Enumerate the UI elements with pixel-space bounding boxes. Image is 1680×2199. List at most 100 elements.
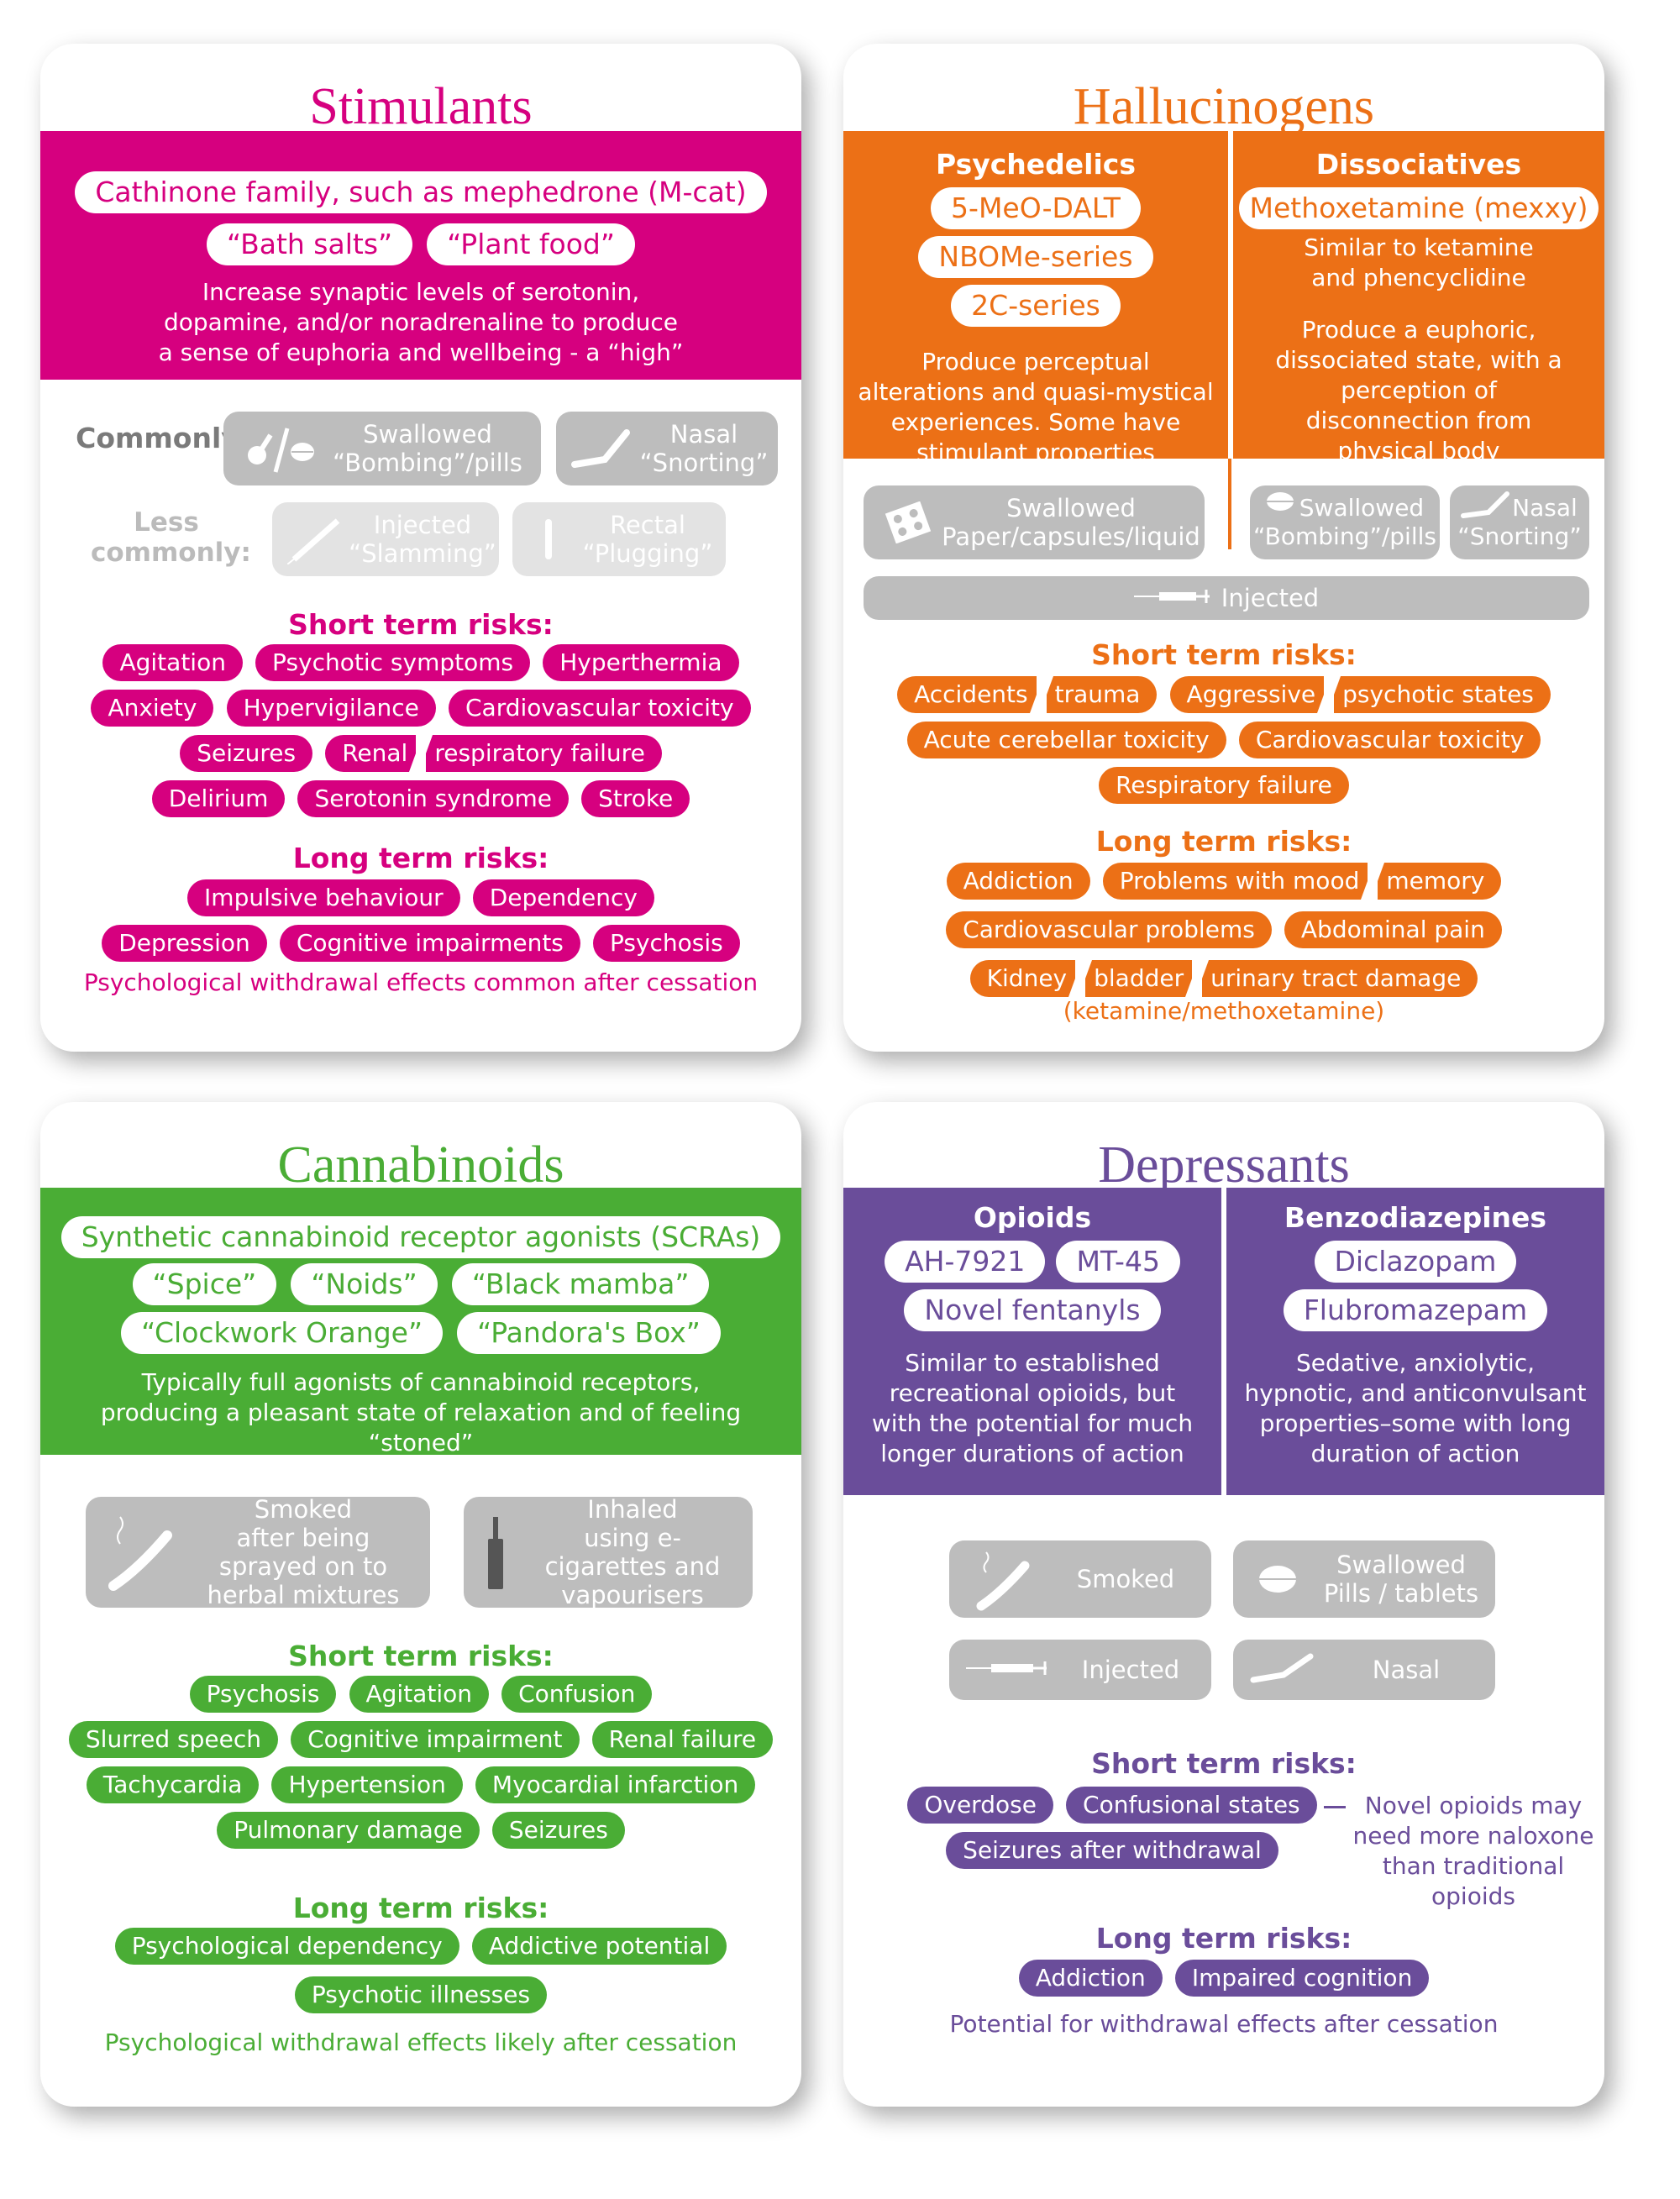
- risk-chip: respiratory failure: [426, 735, 662, 772]
- description: Sedative, anxiolytic, hypnotic, and anti…: [1244, 1349, 1587, 1467]
- footer-note: Psychological withdrawal effects common …: [83, 968, 759, 996]
- risk-chip: Seizures: [180, 735, 313, 772]
- route-sub: after being sprayed on to herbal mixture…: [207, 1524, 400, 1609]
- benzodiazepines-column: Benzodiazepines Diclazopam Flubromazepam…: [1226, 1188, 1604, 1495]
- risk-chip: Seizures: [491, 1812, 625, 1849]
- stimulants-card: Stimulants Cathinone family, such as mep…: [40, 44, 801, 1052]
- risk-chip: urinary tract damage: [1202, 960, 1478, 997]
- risk-chip: Abdominal pain: [1284, 911, 1502, 948]
- route-title: Smoked: [254, 1495, 353, 1524]
- example-pill: AH-7921: [885, 1241, 1046, 1283]
- risk-chip: Accidents: [897, 676, 1037, 713]
- short-term-title: Short term risks:: [1091, 1747, 1357, 1780]
- route-sub: Pills / tablets: [1323, 1579, 1479, 1608]
- example-pill: NBOMe-series: [918, 236, 1153, 278]
- route-injected: Injected“Slamming”: [272, 502, 499, 576]
- blotter-icon: [879, 493, 937, 552]
- risk-chip: Depression: [102, 925, 267, 962]
- risk-chip: Stroke: [581, 780, 690, 817]
- callout-line: [1324, 1806, 1346, 1808]
- depressants-card: Depressants Opioids AH-7921 MT-45 Novel …: [843, 1102, 1604, 2107]
- risk-chip: Impulsive behaviour: [187, 879, 460, 916]
- route-sub: Paper/capsules/liquid: [942, 522, 1200, 551]
- example-pill: MT-45: [1056, 1241, 1180, 1283]
- hallucinogens-band: Psychedelics 5-MeO-DALT NBOMe-series 2C-…: [843, 131, 1604, 466]
- example-pill: Novel fentanyls: [904, 1289, 1161, 1331]
- risk-chip: Delirium: [151, 780, 286, 817]
- example-pill: “Spice”: [132, 1263, 277, 1305]
- short-term-risks: Agitation Psychotic symptoms Hyperthermi…: [40, 640, 801, 821]
- route-title: Nasal: [669, 420, 738, 449]
- risk-chip: Anxiety: [91, 690, 214, 727]
- syringe-icon: [966, 1660, 1050, 1680]
- risk-chip: Confusional states: [1066, 1787, 1317, 1824]
- joint-icon: [964, 1550, 1040, 1611]
- risk-chip: Hyperthermia: [543, 644, 739, 681]
- footer-note: Potential for withdrawal effects after c…: [949, 2010, 1499, 2038]
- risk-chip: Hypervigilance: [226, 690, 436, 727]
- risk-chip: bladder: [1085, 960, 1193, 997]
- pill-icon: [239, 419, 314, 478]
- description: Produce a euphoric, dissociated state, w…: [1275, 316, 1562, 464]
- risk-chip: Renal failure: [591, 1721, 774, 1758]
- risk-chip: Cardiovascular toxicity: [449, 690, 751, 727]
- example-pill: Flubromazepam: [1283, 1289, 1548, 1331]
- depressants-band: Opioids AH-7921 MT-45 Novel fentanyls Si…: [843, 1188, 1604, 1495]
- risk-chip: Seizures after withdrawal: [946, 1832, 1278, 1869]
- example-pill: “Noids”: [291, 1263, 438, 1305]
- column-divider: [1221, 1188, 1226, 1495]
- route-smoked: Smoked: [949, 1540, 1211, 1618]
- card-title: Cannabinoids: [277, 1136, 564, 1194]
- hallucinogens-card: Hallucinogens Psychedelics 5-MeO-DALT NB…: [843, 44, 1604, 1052]
- example-pill: 2C-series: [951, 285, 1121, 327]
- route-swallowed-pills: Swallowed“Bombing”/pills: [1250, 485, 1440, 559]
- dissociatives-sub: Similar to ketamine and phencyclidine: [1304, 234, 1534, 291]
- risk-chip: Dependency: [472, 879, 654, 916]
- risk-chip: Addictive potential: [471, 1928, 727, 1965]
- route-title: Injected: [1221, 584, 1320, 612]
- card-title: Stimulants: [309, 78, 533, 135]
- ecigarette-icon: [479, 1506, 512, 1598]
- psychedelics-column: Psychedelics 5-MeO-DALT NBOMe-series 2C-…: [843, 131, 1228, 466]
- column-title: Psychedelics: [935, 148, 1137, 181]
- card-title: Hallucinogens: [1073, 78, 1375, 135]
- risk-chip: Pulmonary damage: [217, 1812, 480, 1849]
- route-swallowed: Swallowed“Bombing”/pills: [223, 412, 541, 485]
- example-pill: “Plant food”: [427, 223, 635, 265]
- risk-chip: Myocardial infarction: [475, 1766, 756, 1803]
- risk-chip: Confusion: [501, 1676, 653, 1713]
- route-sub: “Bombing”/pills: [333, 449, 522, 477]
- dissociatives-column: Dissociatives Methoxetamine (mexxy) Simi…: [1233, 131, 1604, 464]
- example-pill: 5-MeO-DALT: [931, 187, 1141, 229]
- route-injected: Injected: [949, 1640, 1211, 1700]
- route-title: Smoked: [1076, 1565, 1175, 1593]
- rectal-icon: [528, 510, 570, 569]
- example-pill: Synthetic cannabinoid receptor agonists …: [60, 1216, 781, 1258]
- route-title: Injected: [1081, 1656, 1180, 1684]
- route-title: Nasal: [1512, 494, 1578, 522]
- short-term-title: Short term risks:: [1091, 638, 1357, 671]
- risk-chip: Serotonin syndrome: [297, 780, 569, 817]
- risk-chip: Impaired cognition: [1174, 1960, 1430, 1997]
- risk-chip: Tachycardia: [86, 1766, 260, 1803]
- risk-chip: Respiratory failure: [1099, 767, 1349, 804]
- example-pill: Diclazopam: [1314, 1241, 1517, 1283]
- route-sub: “Slamming”: [349, 539, 496, 568]
- column-divider: [1228, 131, 1233, 459]
- opioids-column: Opioids AH-7921 MT-45 Novel fentanyls Si…: [843, 1188, 1221, 1495]
- description: Similar to established recreational opio…: [871, 1349, 1194, 1467]
- syringe-icon: [287, 510, 346, 569]
- long-term-title: Long term risks:: [1095, 1922, 1352, 1955]
- risk-chip: trauma: [1046, 676, 1158, 713]
- risk-chip: Problems with mood: [1102, 863, 1368, 900]
- risk-chip: Kidney: [969, 960, 1076, 997]
- example-pill: Methoxetamine (mexxy): [1239, 187, 1599, 229]
- route-title: Inhaled: [587, 1495, 678, 1524]
- route-nasal: Nasal: [1233, 1640, 1495, 1700]
